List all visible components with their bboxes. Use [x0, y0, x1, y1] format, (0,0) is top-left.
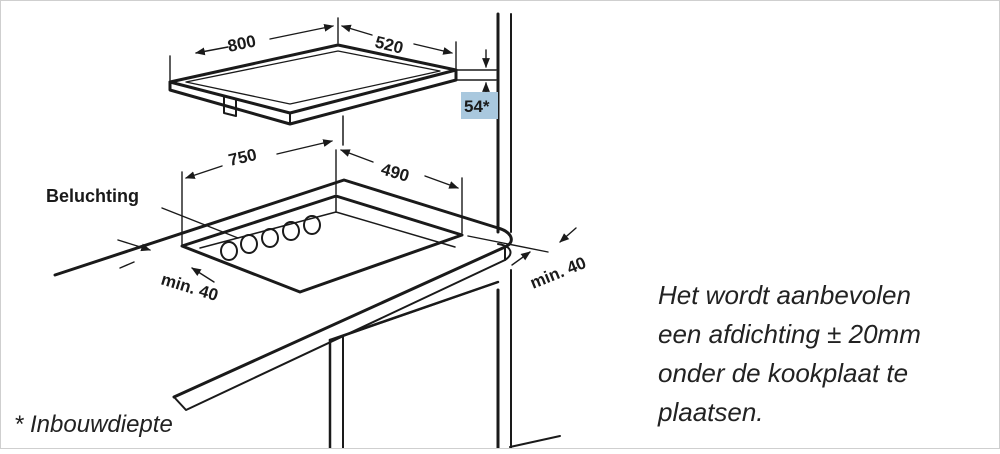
- wall: [496, 12, 512, 451]
- hob-height-label: 54*: [464, 97, 490, 116]
- cutout-dimension-lines: [185, 139, 459, 189]
- note-line-4: plaatsen.: [658, 397, 764, 427]
- hob-width-label: 800: [226, 31, 258, 55]
- cutout-width-label: 750: [227, 145, 259, 170]
- min-back-label: min. 40: [527, 253, 588, 293]
- ventilation-leader: [161, 207, 239, 239]
- hob-dimension-lines: [169, 17, 497, 94]
- note-line-1: Het wordt aanbevolen: [658, 280, 911, 310]
- cutout: [180, 149, 464, 294]
- height-highlight: [461, 92, 498, 119]
- footnote: * Inbouwdiepte: [14, 411, 173, 438]
- note-line-2: een afdichting ± 20mm: [658, 319, 921, 349]
- min-front-dimension: [117, 239, 215, 283]
- ventilation-label: Beluchting: [46, 186, 139, 206]
- countertop: [53, 178, 513, 411]
- cabinet: [328, 280, 561, 451]
- ventilation-holes: [220, 215, 321, 261]
- hob: [168, 43, 458, 146]
- installation-note: Het wordt aanbevolen een afdichting ± 20…: [658, 276, 988, 432]
- min-front-label: min. 40: [159, 270, 221, 305]
- cutout-depth-label: 490: [379, 160, 412, 186]
- min-back-dimension: [467, 227, 577, 266]
- note-line-3: onder de kookplaat te: [658, 358, 909, 388]
